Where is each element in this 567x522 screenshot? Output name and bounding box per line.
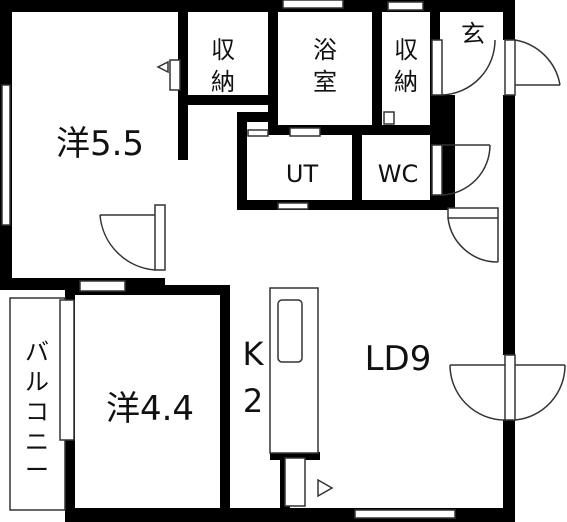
room-balcony-char-2: ル: [25, 368, 49, 396]
room-balcony-char-1: バ: [25, 338, 49, 366]
room-living: LD9: [365, 339, 432, 379]
kitchen-counter: [269, 287, 319, 507]
windows: [1, 0, 456, 519]
room-balcony-char-4: ニ: [25, 428, 49, 456]
room-storage-2-char-1: 収: [394, 36, 418, 64]
room-balcony-char-3: コ: [25, 398, 49, 426]
room-balcony-char-5: ー: [25, 456, 49, 484]
room-storage-2-char-2: 納: [394, 68, 418, 96]
room-storage-1-char-1: 収: [211, 36, 235, 64]
room-kitchen-char-2: 2: [243, 382, 263, 420]
doors: [99, 39, 566, 498]
room-kitchen-char-1: K: [243, 335, 265, 373]
room-storage-1-char-2: 納: [211, 68, 235, 96]
room-bath-char-2: 室: [313, 68, 337, 96]
room-labels: 洋5.5 収 納 浴 室 収 納 玄 UT WC LD9 K 2 洋4.4 バ …: [25, 20, 485, 484]
room-bath-char-1: 浴: [313, 36, 337, 64]
room-toilet: WC: [378, 160, 419, 188]
room-western-2: 洋4.4: [106, 389, 194, 429]
room-utility: UT: [286, 160, 319, 188]
room-western-1: 洋5.5: [56, 124, 144, 164]
room-entrance: 玄: [461, 20, 485, 48]
